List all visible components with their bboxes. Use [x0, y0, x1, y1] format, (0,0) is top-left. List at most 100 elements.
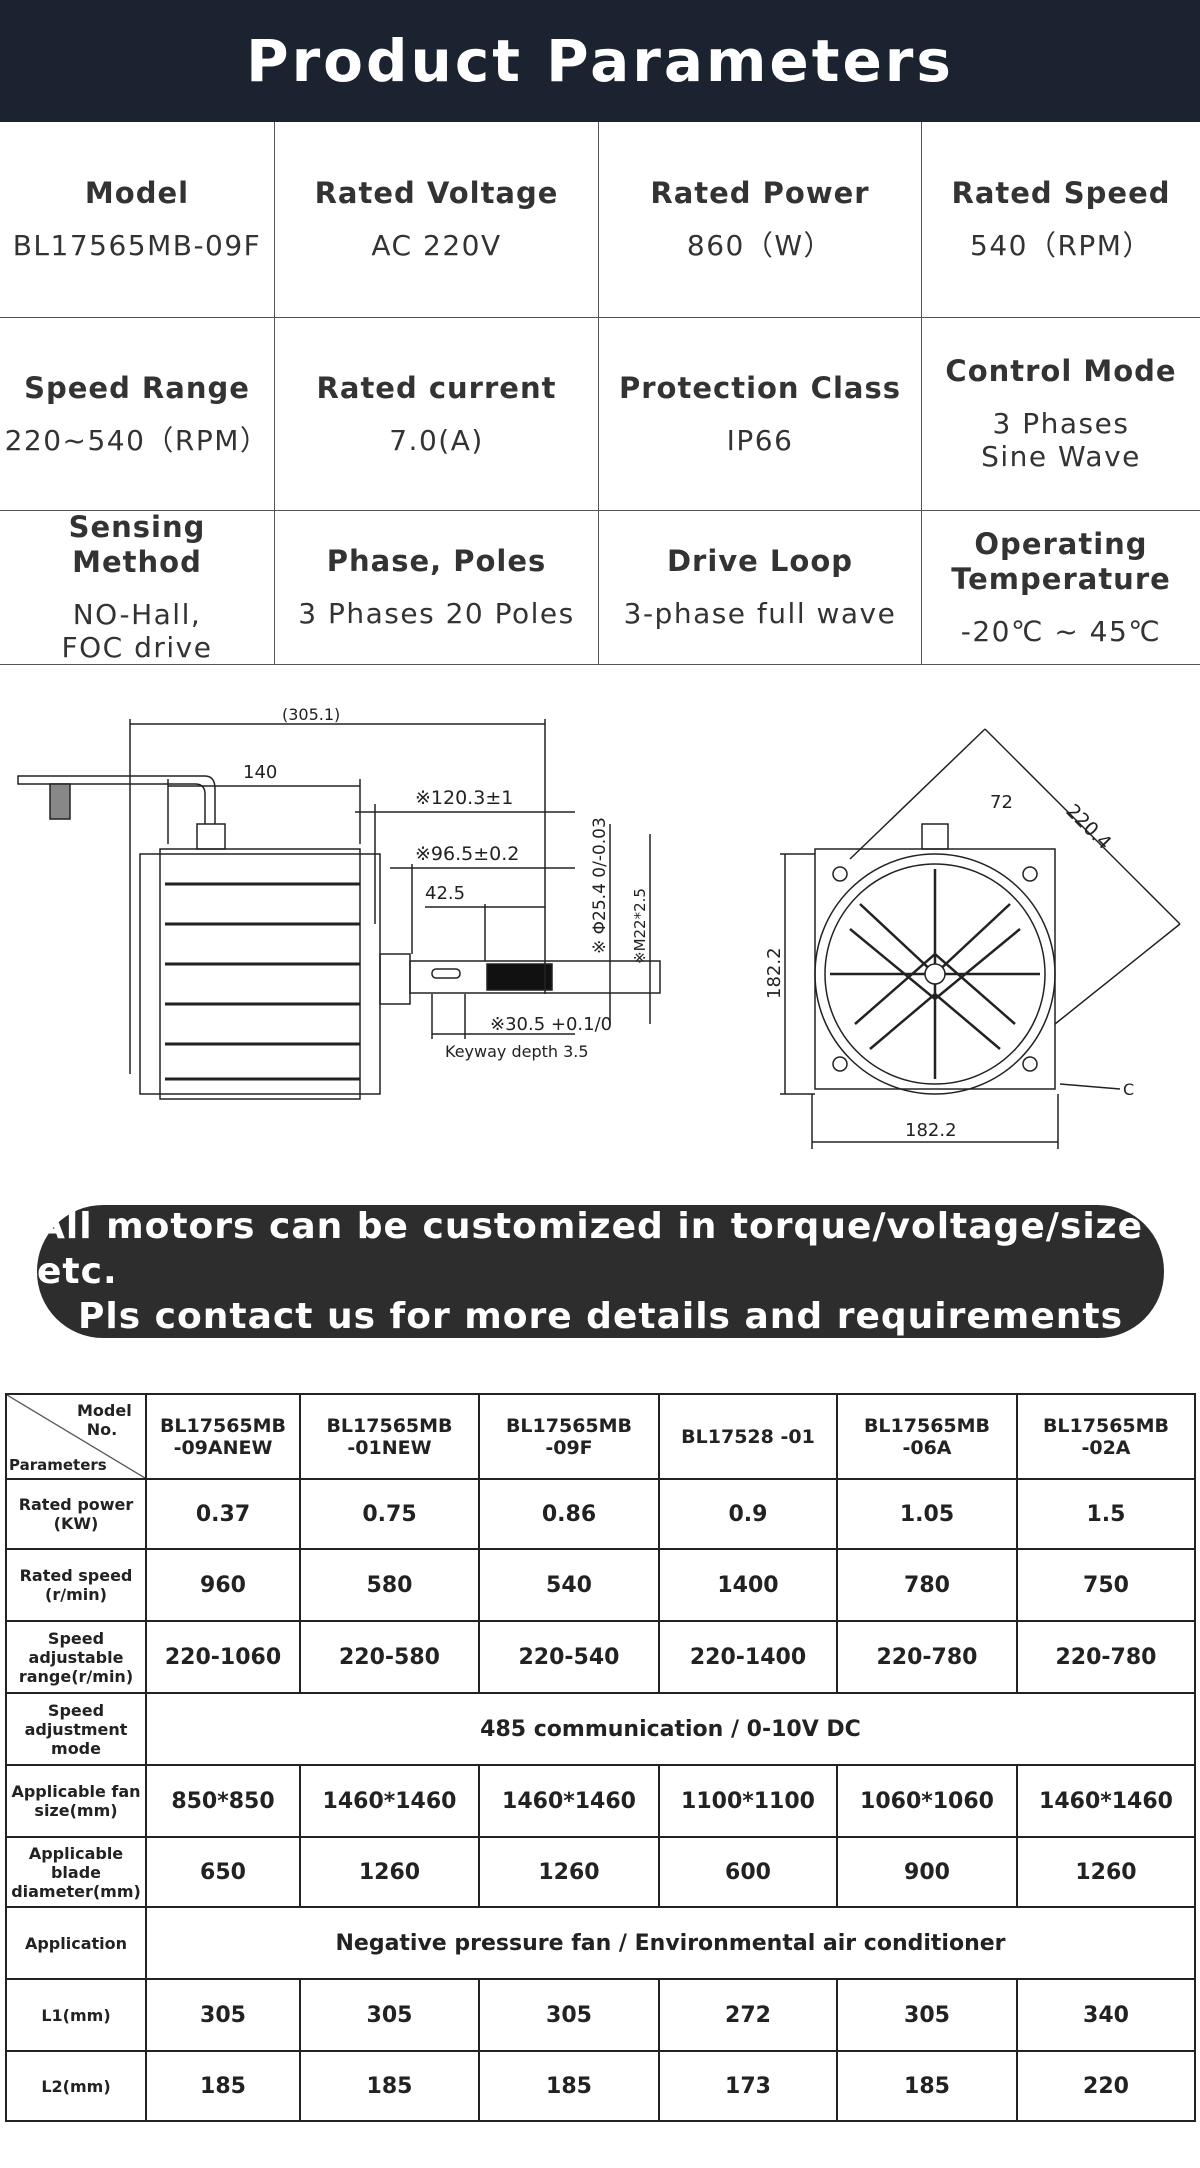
cell-value: 185 [145, 2050, 301, 2122]
param-value: 7.0(A) [389, 423, 484, 457]
cell-value: 185 [299, 2050, 480, 2122]
param-label: Control Mode [945, 354, 1177, 388]
param-value: 3 Phases Sine Wave [981, 406, 1141, 474]
cell-value: 0.37 [145, 1478, 301, 1550]
cell-value: 1.5 [1016, 1478, 1196, 1550]
dim-72: 72 [990, 792, 1013, 813]
dim-key: ※30.5 +0.1/0 [490, 1014, 612, 1035]
cell-value: 1100*1100 [658, 1764, 838, 1838]
cell-value: 272 [658, 1978, 838, 2052]
cell-value: 305 [478, 1978, 660, 2052]
cell-value: 0.9 [658, 1478, 838, 1550]
param-value: 860（W） [686, 229, 834, 263]
cell-value: 1060*1060 [836, 1764, 1018, 1838]
cell-value: 220-780 [1016, 1620, 1196, 1694]
row-label: Application [5, 1906, 147, 1980]
cell-value: 305 [145, 1978, 301, 2052]
param-cell: Operating Temperature -20℃ ~ 45℃ [922, 511, 1200, 664]
cell-value: 580 [299, 1548, 480, 1622]
cell-value: 900 [836, 1836, 1018, 1908]
param-label: Drive Loop [666, 544, 854, 579]
cell-value: 850*850 [145, 1764, 301, 1838]
param-label: Protection Class [619, 370, 901, 405]
param-cell: Drive Loop 3-phase full wave [599, 511, 922, 664]
row-label: L1(mm) [5, 1978, 147, 2052]
row-span-value: Negative pressure fan / Environmental ai… [145, 1906, 1196, 1980]
side-view: (305.1) 140 ※120.3±1 ※96.5±0.2 42.5 ※ Φ2… [17, 705, 661, 1100]
banner-line-1: All motors can be customized in torque/v… [37, 1206, 1144, 1292]
corner-parameters-label: Parameters [9, 1456, 107, 1474]
dim-height: 182.2 [764, 947, 785, 999]
dim-120: ※120.3±1 [415, 787, 513, 809]
cell-value: 185 [836, 2050, 1018, 2122]
model-header: BL17565MB -09ANEW [145, 1393, 301, 1480]
param-value: IP66 [726, 423, 794, 457]
param-value: BL17565MB-09F [12, 229, 262, 263]
param-value: NO-Hall, FOC drive [61, 597, 213, 665]
cell-value: 1460*1460 [478, 1764, 660, 1838]
model-header: BL17565MB -09F [478, 1393, 660, 1480]
param-cell: Rated current 7.0(A) [275, 318, 599, 510]
cell-value: 220 [1016, 2050, 1196, 2122]
customization-banner: All motors can be customized in torque/v… [37, 1205, 1164, 1338]
model-header: BL17565MB -06A [836, 1393, 1018, 1480]
cell-value: 780 [836, 1548, 1018, 1622]
param-label: Operating Temperature [951, 526, 1171, 596]
row-label: L2(mm) [5, 2050, 147, 2122]
cell-value: 650 [145, 1836, 301, 1908]
row-label: Speed adjustment mode [5, 1692, 147, 1766]
row-label: Rated speed (r/min) [5, 1548, 147, 1622]
cell-value: 220-1060 [145, 1620, 301, 1694]
cell-value: 173 [658, 2050, 838, 2122]
param-label: Speed Range [24, 370, 250, 405]
cell-value: 540 [478, 1548, 660, 1622]
cell-value: 960 [145, 1548, 301, 1622]
dimension-drawing: (305.1) 140 ※120.3±1 ※96.5±0.2 42.5 ※ Φ2… [17, 705, 1181, 1149]
model-header: BL17565MB -02A [1016, 1393, 1196, 1480]
param-label: Rated current [316, 370, 557, 405]
cell-value: 0.86 [478, 1478, 660, 1550]
param-label: Phase, Poles [326, 544, 547, 579]
cell-value: 220-780 [836, 1620, 1018, 1694]
page-title: Product Parameters [0, 0, 1200, 122]
cell-value: 1260 [299, 1836, 480, 1908]
param-label: Rated Power [650, 176, 870, 211]
dim-96: ※96.5±0.2 [415, 843, 519, 865]
param-value: 540（RPM） [970, 229, 1152, 263]
row-label: Rated power (KW) [5, 1478, 147, 1550]
param-value: 3 Phases 20 Poles [298, 597, 575, 631]
param-value: AC 220V [371, 229, 502, 263]
cell-value: 1260 [1016, 1836, 1196, 1908]
cell-value: 1.05 [836, 1478, 1018, 1550]
row-label: Applicable blade diameter(mm) [5, 1836, 147, 1908]
param-label: Sensing Method [68, 510, 206, 579]
dim-shaft: ※ Φ25.4 0/-0.03 [590, 817, 610, 954]
cell-value: 1460*1460 [299, 1764, 480, 1838]
cell-value: 750 [1016, 1548, 1196, 1622]
param-value: -20℃ ~ 45℃ [960, 614, 1162, 648]
param-cell: Rated Power 860（W） [599, 122, 922, 317]
dim-diagonal: 220.4 [1061, 800, 1115, 854]
cell-value: 600 [658, 1836, 838, 1908]
cell-value: 305 [299, 1978, 480, 2052]
param-value: 3-phase full wave [623, 597, 897, 631]
dim-c: C [1123, 1080, 1134, 1099]
